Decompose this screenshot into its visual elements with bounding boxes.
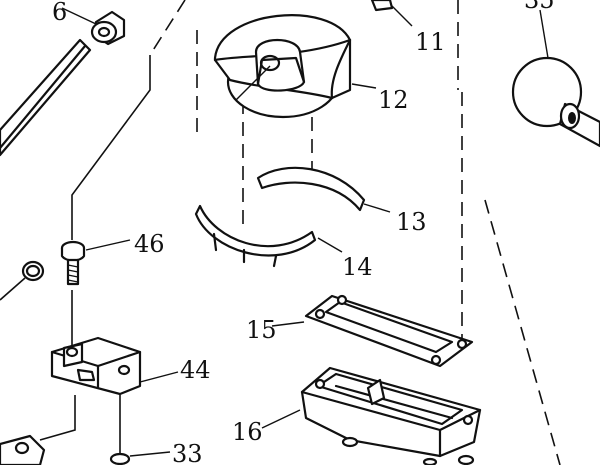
part-12-cover bbox=[213, 14, 377, 119]
part-14-clip bbox=[194, 204, 343, 268]
part-6-rod bbox=[0, 7, 126, 157]
part-number-labels: 6 11 12 13 14 15 16 33 44 46 35 bbox=[52, 0, 555, 465]
label-part-35: 35 bbox=[524, 0, 555, 14]
label-part-46: 46 bbox=[134, 230, 165, 258]
label-part-12: 12 bbox=[378, 86, 409, 114]
o-ring bbox=[21, 260, 45, 282]
assembly-guide-lines bbox=[0, 0, 561, 465]
label-part-11: 11 bbox=[415, 28, 446, 56]
part-44-bracket bbox=[50, 336, 179, 396]
label-part-6: 6 bbox=[52, 0, 67, 26]
part-11-fitting bbox=[370, 0, 413, 27]
part-35-ball-knob bbox=[511, 9, 600, 148]
label-part-16: 16 bbox=[232, 418, 263, 446]
part-33-fitting bbox=[0, 434, 171, 465]
label-part-15: 15 bbox=[246, 316, 277, 344]
label-part-33: 33 bbox=[172, 440, 203, 465]
part-13-shim bbox=[256, 166, 391, 213]
label-part-13: 13 bbox=[396, 208, 427, 236]
part-15-gasket bbox=[271, 294, 474, 368]
label-part-14: 14 bbox=[342, 253, 373, 281]
part-46-screw bbox=[60, 239, 131, 286]
label-part-44: 44 bbox=[180, 356, 211, 384]
part-16-housing bbox=[261, 366, 482, 465]
